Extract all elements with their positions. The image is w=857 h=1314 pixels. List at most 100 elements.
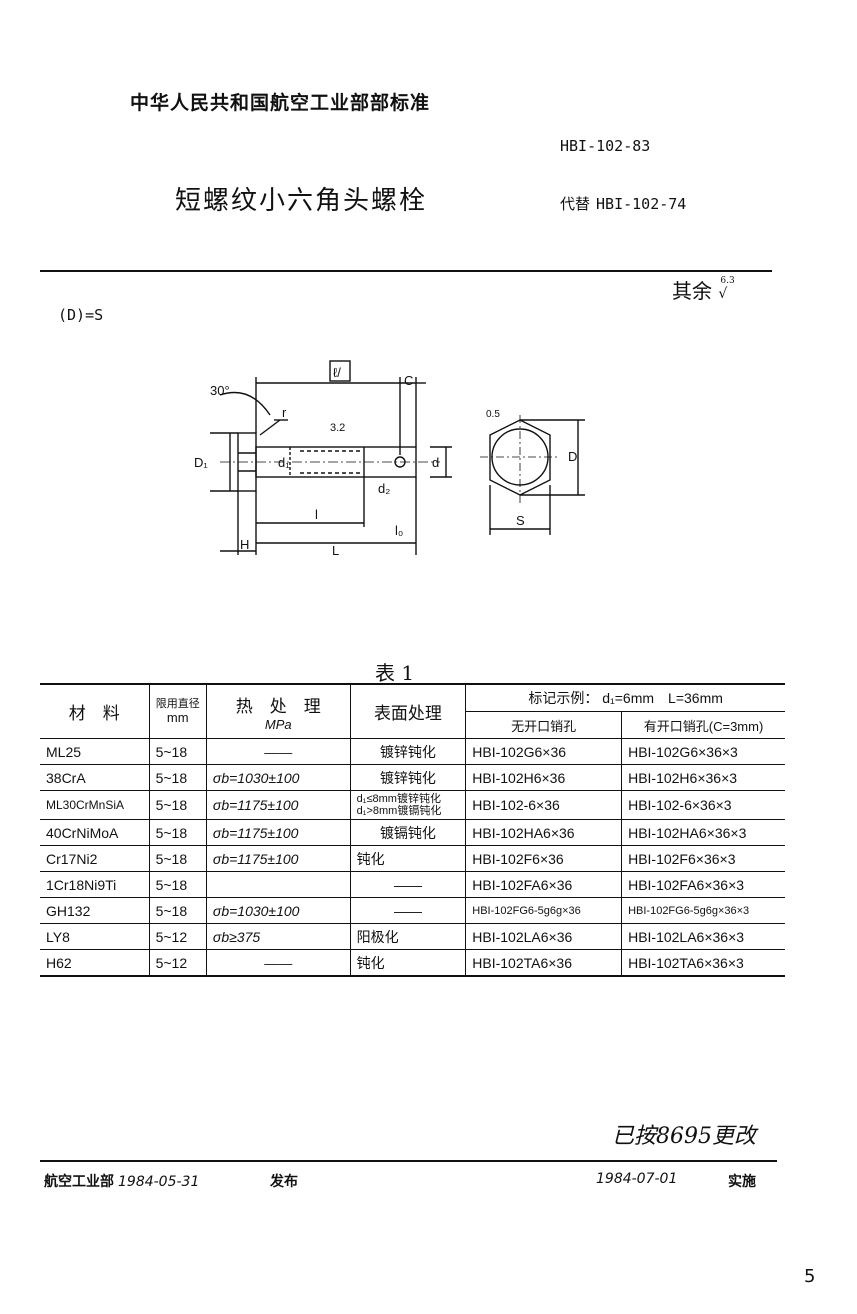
cell-material: Cr17Ni2 — [40, 845, 150, 872]
implementation-date: 1984-07-01 — [596, 1171, 678, 1187]
col-example: 标记示例： d₁=6mm L=36mm — [465, 683, 785, 712]
col-surface: 表面处理 — [349, 683, 467, 739]
cell-dia: 5~18 — [148, 764, 207, 791]
cell-heat: σb=1175±100 — [205, 845, 351, 872]
table-row: 38CrA 5~18 σb=1030±100 镀锌钝化 HBI-102H6×36… — [40, 764, 785, 791]
cell-heat: σb=1030±100 — [205, 897, 351, 924]
label-d1: d₁ — [278, 455, 290, 470]
label-L: L — [332, 543, 339, 558]
label-c: C — [404, 373, 413, 388]
cell-surface: d₁≤8mm镀锌钝化 d₁>8mm镀镉钝化 — [349, 790, 467, 820]
col-heat: 热 处 理 MPa — [205, 683, 351, 739]
label-r: r — [282, 405, 287, 420]
cell-dia: 5~18 — [148, 738, 207, 765]
cell-no-hole: HBI-102G6×36 — [465, 738, 623, 765]
table-row: 40CrNiMoA 5~18 σb=1175±100 镀镉钝化 HBI-102H… — [40, 819, 785, 846]
cell-heat: σb=1175±100 — [205, 790, 351, 820]
cell-surface-line: d₁≤8mm镀锌钝化 — [356, 793, 441, 805]
page-title: 短螺纹小六角头螺栓 — [175, 186, 428, 216]
replaces-code: HBI-102-74 — [596, 195, 687, 213]
publish-label: 发布 — [270, 1174, 298, 1190]
cell-dia: 5~18 — [148, 845, 207, 872]
cell-no-hole: HBI-102LA6×36 — [465, 923, 623, 950]
cell-no-hole: HBI-102F6×36 — [465, 845, 623, 872]
table-row: LY8 5~12 σb≥375 阳极化 HBI-102LA6×36 HBI-10… — [40, 923, 785, 950]
page-number: 5 — [804, 1266, 816, 1287]
cell-material: H62 — [40, 949, 150, 977]
col-diameter-unit: mm — [166, 710, 189, 725]
footer-rule — [40, 1160, 777, 1162]
cell-surface: 镀镉钝化 — [349, 819, 467, 846]
cell-dia: 5~18 — [148, 871, 207, 898]
cell-with-hole: HBI-102G6×36×3 — [621, 738, 785, 765]
label-S: S — [516, 513, 525, 528]
cell-material: ML30CrMnSiA — [40, 790, 150, 820]
cell-with-hole: HBI-102FG6-5g6g×36×3 — [621, 897, 785, 924]
cell-no-hole: HBI-102TA6×36 — [465, 949, 623, 977]
cell-material: 40CrNiMoA — [40, 819, 150, 846]
label-l: l — [315, 507, 318, 522]
label-c5: 0.5 — [486, 409, 500, 420]
cell-surface: —— — [349, 897, 467, 924]
bolt-drawing: 30° r ℓ/ C 3.2 d₁ d D₁ d₂ l l₀ H L D S 0… — [194, 360, 585, 558]
cell-material: ML25 — [40, 738, 150, 765]
cell-with-hole: HBI-102LA6×36×3 — [621, 923, 785, 950]
cell-with-hole: HBI-102-6×36×3 — [621, 790, 785, 820]
roughness-note: 其余 √6.3 — [672, 275, 735, 304]
cell-with-hole: HBI-102TA6×36×3 — [621, 949, 785, 977]
table-row: H62 5~12 —— 钝化 HBI-102TA6×36 HBI-102TA6×… — [40, 949, 785, 977]
cell-surface-line: d₁>8mm镀镉钝化 — [356, 805, 442, 817]
label-flat: ℓ/ — [333, 365, 341, 380]
label-H: H — [240, 537, 249, 552]
cell-surface: 阳极化 — [349, 923, 467, 950]
cell-heat: σb=1030±100 — [205, 764, 351, 791]
replaces-note: 代替 HBI-102-74 — [560, 193, 686, 214]
col-no-hole: 无开口销孔 — [465, 711, 623, 739]
roughness-icon: √6.3 — [718, 276, 735, 302]
cell-dia: 5~12 — [148, 949, 207, 977]
label-D: D — [568, 449, 577, 464]
cell-material: 1Cr18Ni9Ti — [40, 871, 150, 898]
cell-dia: 5~12 — [148, 923, 207, 950]
cell-no-hole: HBI-102FA6×36 — [465, 871, 623, 898]
label-d: d — [432, 455, 439, 470]
label-rough32: 3.2 — [330, 422, 345, 434]
col-diameter: 限用直径 mm — [148, 683, 207, 739]
table-row: Cr17Ni2 5~18 σb=1175±100 钝化 HBI-102F6×36… — [40, 845, 785, 872]
col-diameter-label: 限用直径 — [155, 698, 200, 710]
table-title: 表 1 — [375, 661, 415, 685]
cell-heat: —— — [205, 949, 351, 977]
cell-surface: 镀锌钝化 — [349, 764, 467, 791]
formula-note: (D)=S — [58, 306, 104, 324]
table-row: GH132 5~18 σb=1030±100 —— HBI-102FG6-5g6… — [40, 897, 785, 924]
table-row: ML25 5~18 —— 镀锌钝化 HBI-102G6×36 HBI-102G6… — [40, 738, 785, 765]
col-material: 材 料 — [40, 683, 150, 739]
cell-with-hole: HBI-102H6×36×3 — [621, 764, 785, 791]
spec-table: 材 料 限用直径 mm 热 处 理 MPa 表面处理 标记示例： d₁=6mm … — [40, 683, 785, 977]
cell-material: 38CrA — [40, 764, 150, 791]
label-d2: d₂ — [378, 481, 390, 496]
change-note: 已按8695更改 — [612, 1124, 756, 1149]
cell-no-hole: HBI-102-6×36 — [465, 790, 623, 820]
issuer-name: 航空工业部 — [44, 1174, 114, 1190]
cell-material: GH132 — [40, 897, 150, 924]
implementation-label: 实施 — [728, 1174, 756, 1190]
cell-heat: σb=1175±100 — [205, 819, 351, 846]
header-rule — [40, 270, 772, 272]
cell-no-hole: HBI-102HA6×36 — [465, 819, 623, 846]
cell-dia: 5~18 — [148, 897, 207, 924]
issue-date: 1984-05-31 — [118, 1174, 200, 1190]
table-row: 1Cr18Ni9Ti 5~18 —— HBI-102FA6×36 HBI-102… — [40, 871, 785, 898]
org-heading: 中华人民共和国航空工业部部标准 — [130, 92, 431, 114]
roughness-value: 6.3 — [720, 276, 735, 286]
cell-with-hole: HBI-102F6×36×3 — [621, 845, 785, 872]
cell-no-hole: HBI-102H6×36 — [465, 764, 623, 791]
cell-heat: σb≥375 — [205, 923, 351, 950]
cell-surface: 钝化 — [349, 845, 467, 872]
cell-surface: 钝化 — [349, 949, 467, 977]
standard-code: HBI-102-83 — [560, 137, 651, 155]
replaces-label: 代替 — [560, 195, 591, 213]
cell-dia: 5~18 — [148, 819, 207, 846]
label-angle: 30° — [210, 383, 230, 398]
